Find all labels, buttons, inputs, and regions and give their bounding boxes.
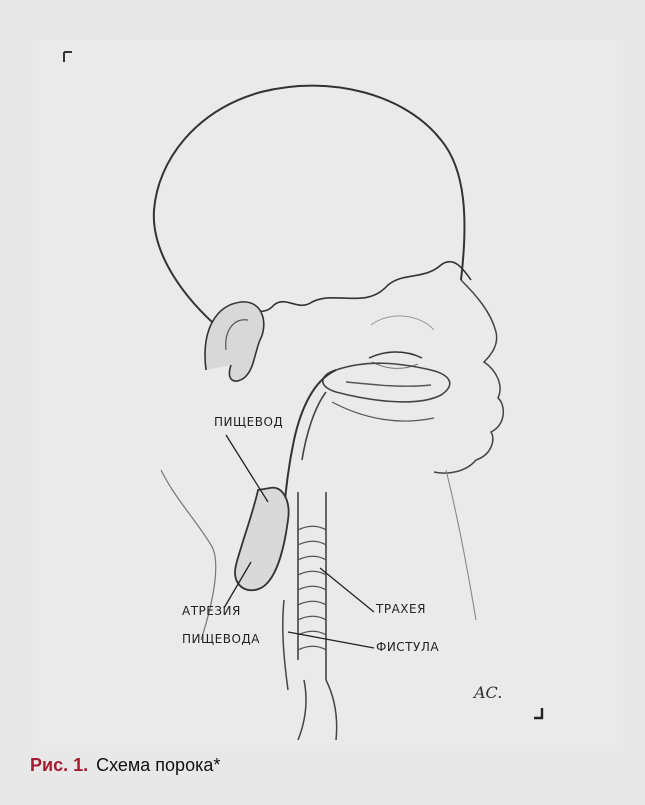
lower-esophagus xyxy=(283,600,337,740)
label-esophagus: ПИЩЕВОД xyxy=(214,415,283,429)
artist-signature: AC. xyxy=(472,683,502,702)
caption-label: Рис. 1. xyxy=(30,755,88,776)
ear xyxy=(205,302,264,381)
label-atresia-line2: ПИЩЕВОДА xyxy=(182,632,260,646)
pharynx-front xyxy=(284,370,336,510)
trachea-rings xyxy=(298,526,326,650)
label-trachea: ТРАХЕЯ xyxy=(375,602,426,616)
label-atresia-line1: АТРЕЗИЯ xyxy=(182,604,241,618)
oral-cavity xyxy=(323,363,450,402)
anatomical-sketch: ПИЩЕВОД АТРЕЗИЯ ПИЩЕВОДА ТРАХЕЯ ФИСТУЛА … xyxy=(36,40,622,746)
sketch-panel: ПИЩЕВОД АТРЕЗИЯ ПИЩЕВОДА ТРАХЕЯ ФИСТУЛА … xyxy=(36,40,622,746)
hairline xyxy=(231,262,471,315)
face-profile xyxy=(434,280,503,473)
palate-line xyxy=(332,402,434,421)
label-fistula: ФИСТУЛА xyxy=(376,640,439,654)
eye-lash xyxy=(369,352,422,358)
corner-mark-bottom-right xyxy=(534,708,542,718)
caption-text: Схема порока* xyxy=(96,755,220,776)
corner-mark-top-left xyxy=(64,52,72,62)
head-outline xyxy=(154,86,465,330)
brow xyxy=(371,316,434,330)
neck-right xyxy=(446,470,476,620)
figure-caption: Рис. 1. Схема порока* xyxy=(30,755,220,785)
tongue-line xyxy=(346,382,431,386)
